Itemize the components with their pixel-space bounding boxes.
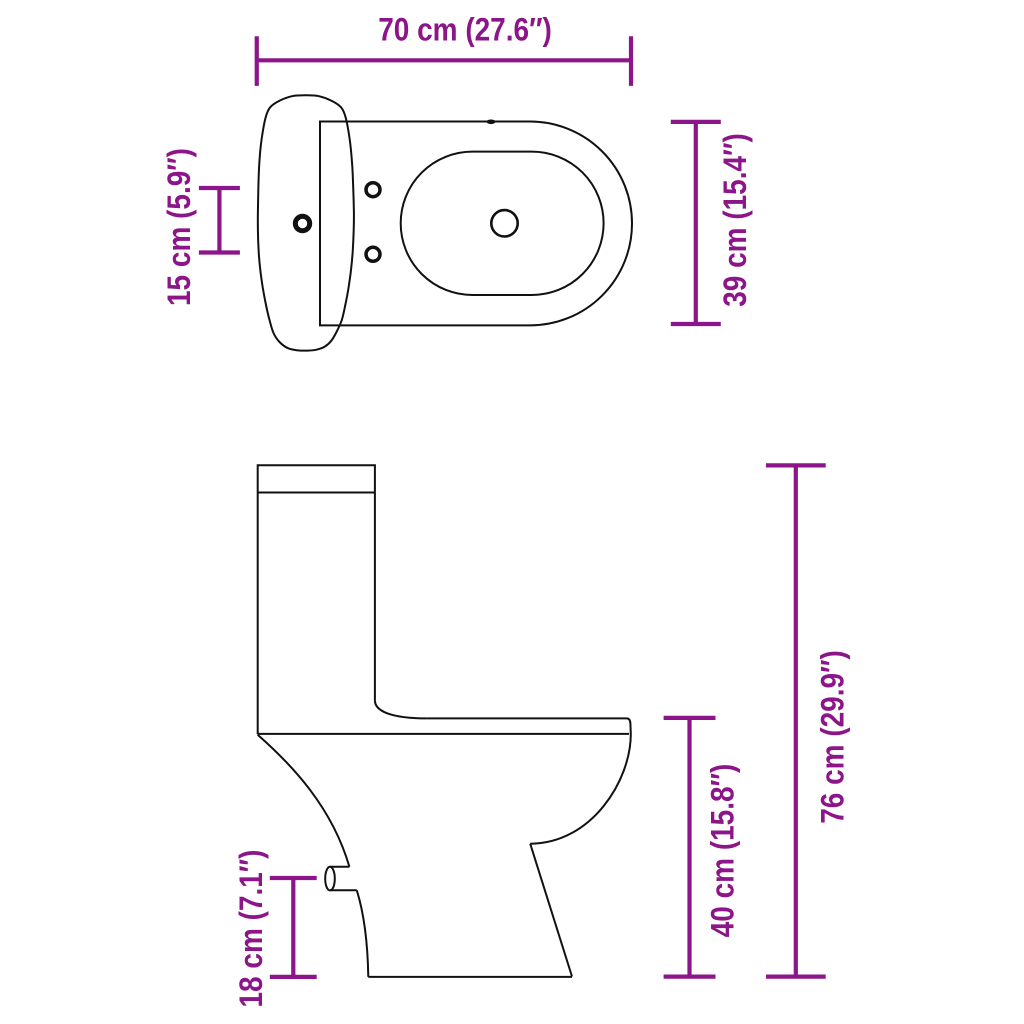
- svg-text:15 cm (5.9″): 15 cm (5.9″): [162, 148, 197, 306]
- svg-text:40 cm (15.8″): 40 cm (15.8″): [706, 764, 741, 938]
- svg-text:76 cm (29.9″): 76 cm (29.9″): [816, 650, 851, 824]
- svg-text:70 cm (27.6″): 70 cm (27.6″): [378, 13, 552, 48]
- svg-text:39 cm (15.4″): 39 cm (15.4″): [718, 133, 753, 307]
- svg-text:18 cm (7.1″): 18 cm (7.1″): [234, 850, 269, 1008]
